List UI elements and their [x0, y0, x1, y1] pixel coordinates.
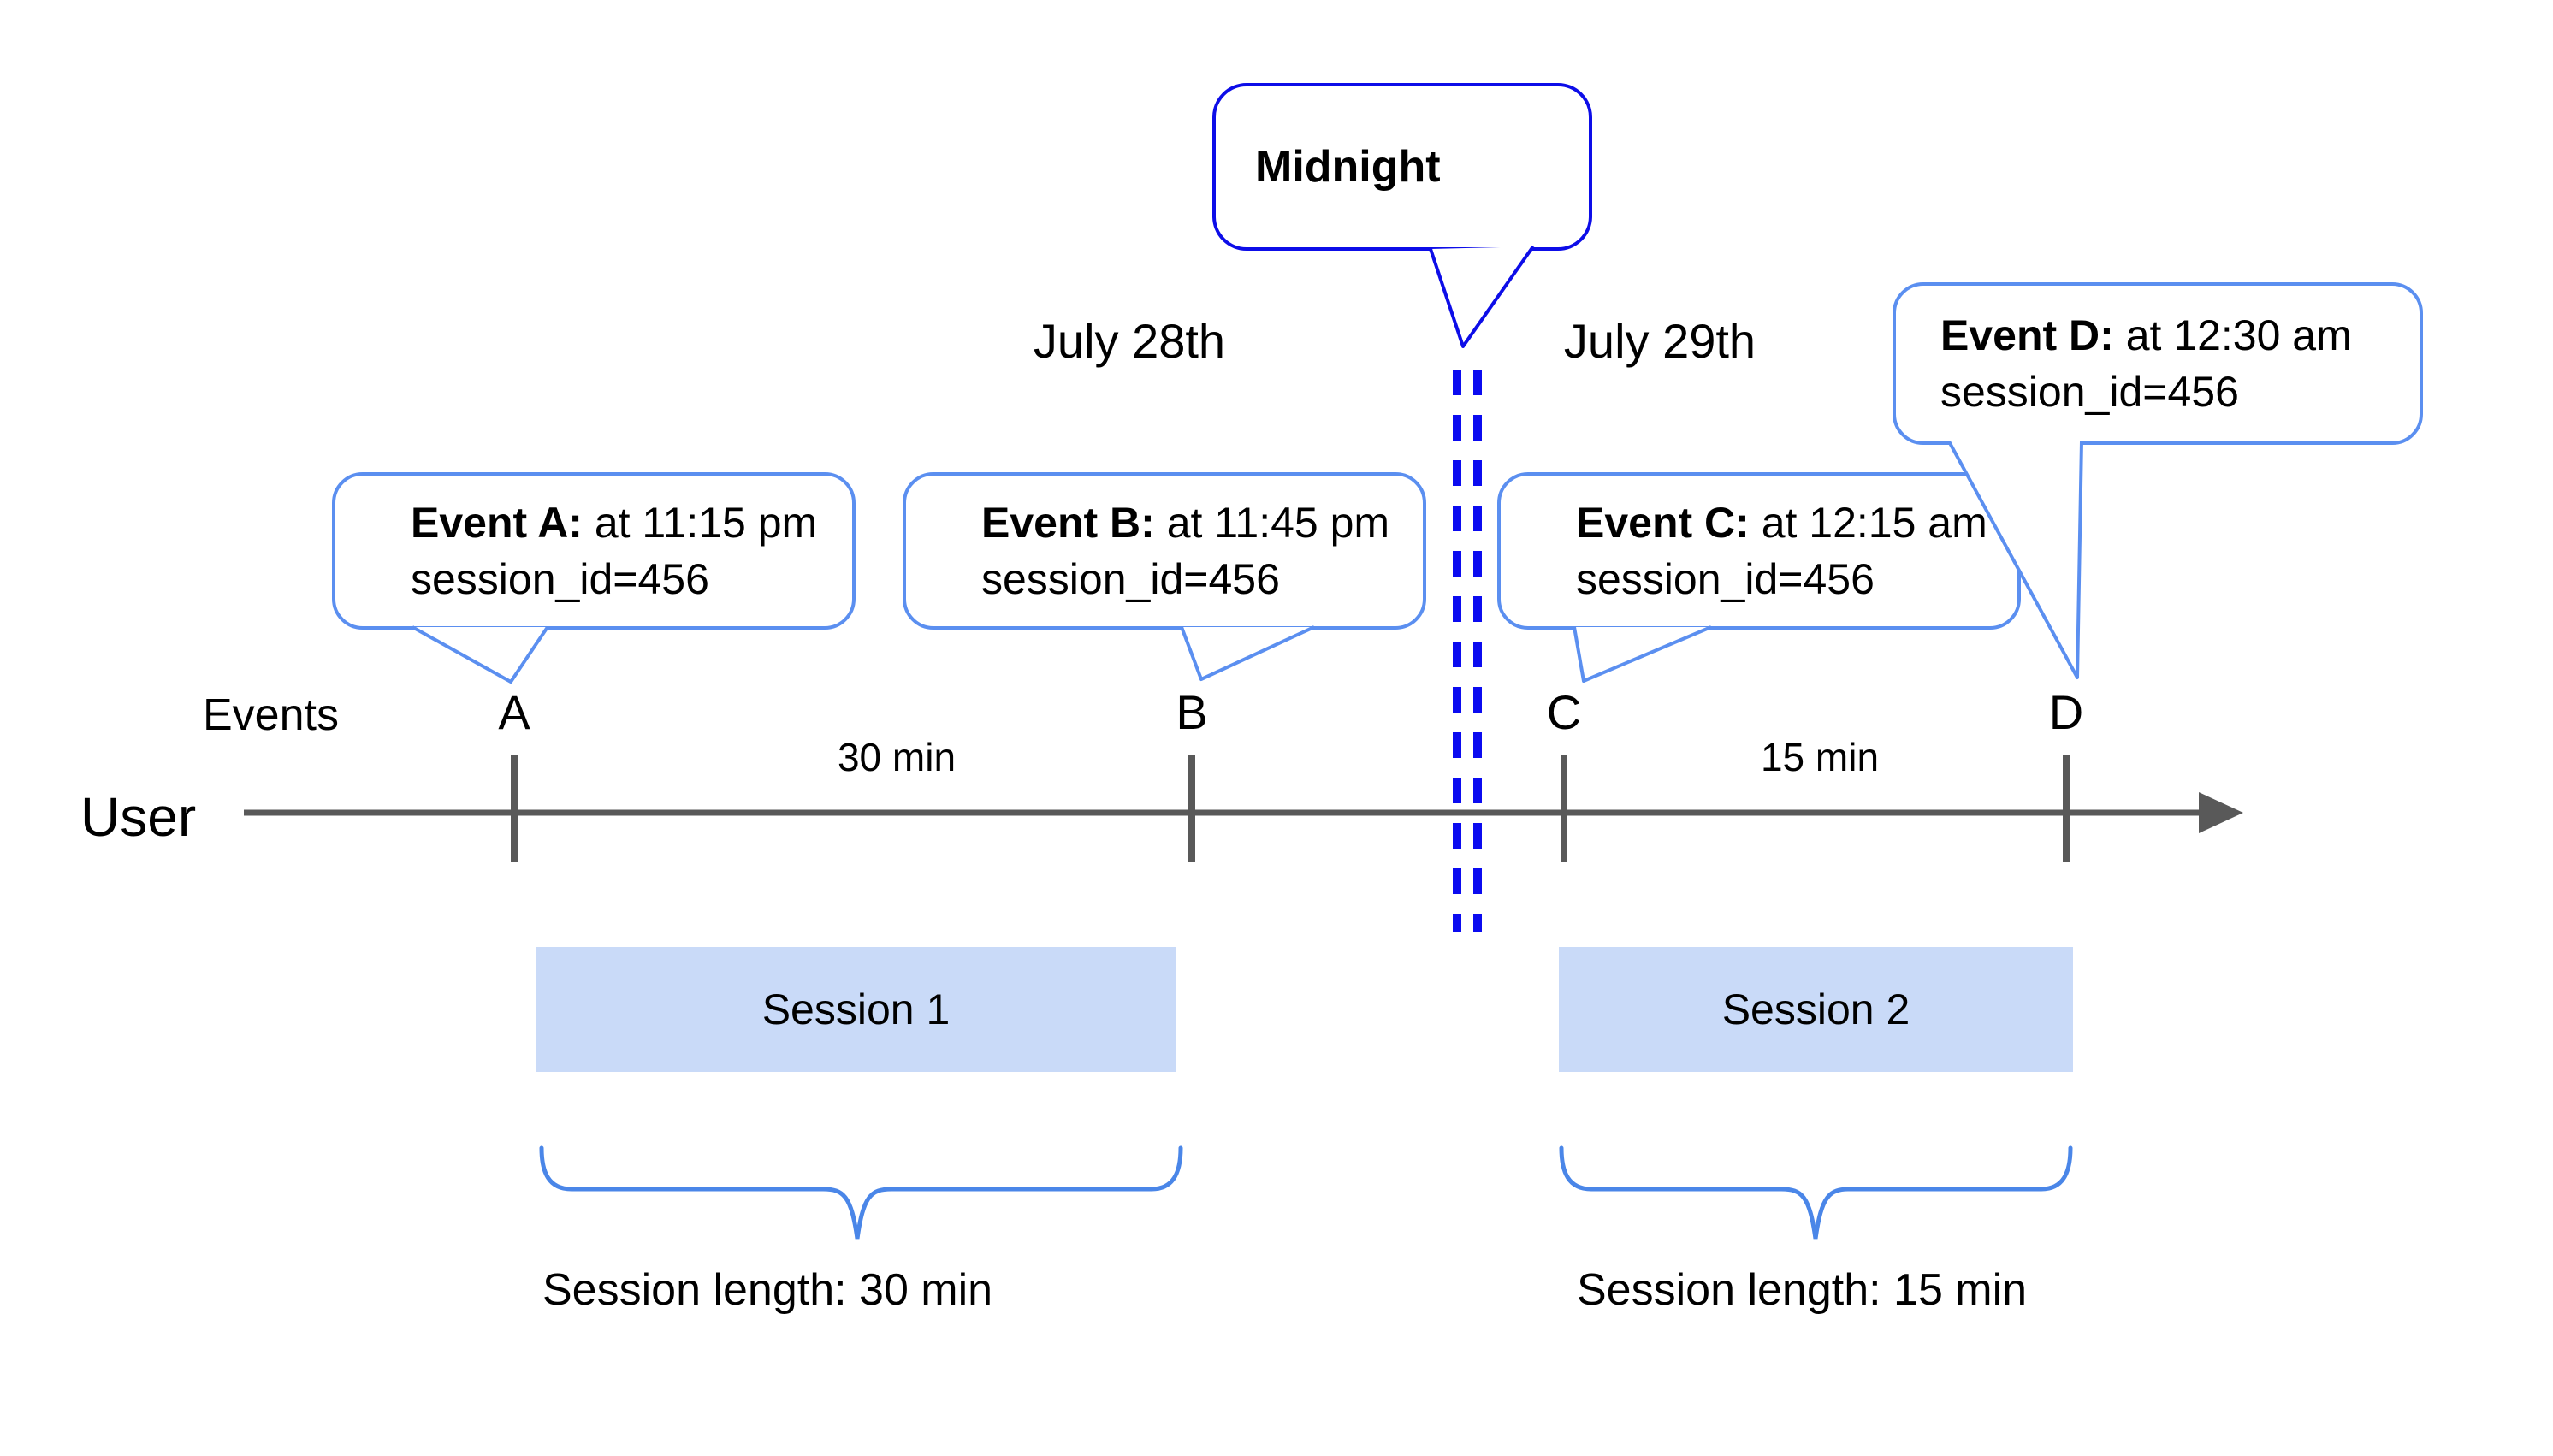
user-row-label: User	[80, 786, 197, 848]
event-a-line2: session_id=456	[411, 555, 709, 603]
session-2-label: Session 2	[1721, 985, 1910, 1033]
session-1-brace	[539, 1145, 1183, 1240]
timeline-arrowhead-icon	[2199, 792, 2243, 833]
event-c-line2: session_id=456	[1576, 555, 1875, 603]
session-1-length-label: Session length: 30 min	[542, 1265, 993, 1315]
session-2-box: Session 2	[1559, 947, 2073, 1072]
event-c-line1: Event C: at 12:15 am	[1576, 499, 1987, 547]
event-d-line2: session_id=456	[1940, 368, 2239, 416]
session-2-length-label: Session length: 15 min	[1577, 1265, 2028, 1315]
event-d-line1: Event D: at 12:30 am	[1940, 311, 2352, 359]
event-a-line1: Event A: at 11:15 pm	[411, 499, 818, 547]
session-2-brace	[1559, 1145, 2073, 1240]
interval-label-15-min: 15 min	[1760, 735, 1880, 779]
midnight-callout: Midnight	[1212, 83, 1592, 251]
tick-label-a: A	[498, 685, 530, 739]
tick-label-d: D	[2048, 685, 2084, 739]
events-row-label: Events	[203, 690, 339, 740]
date-label-july-28: July 28th	[1033, 314, 1226, 368]
midnight-callout-label: Midnight	[1255, 142, 1441, 192]
session-1-label: Session 1	[761, 985, 951, 1033]
event-b-line2: session_id=456	[981, 555, 1280, 603]
tick-label-b: B	[1176, 685, 1208, 739]
session-1-box: Session 1	[536, 947, 1176, 1072]
event-b-line1: Event B: at 11:45 pm	[981, 499, 1390, 547]
event-d-callout: Event D: at 12:30 am session_id=456	[1893, 282, 2423, 445]
date-label-july-29: July 29th	[1563, 314, 1756, 368]
event-b-callout: Event B: at 11:45 pm session_id=456	[903, 472, 1426, 630]
event-c-callout: Event C: at 12:15 am session_id=456	[1497, 472, 2021, 630]
interval-label-30-min: 30 min	[837, 735, 957, 779]
event-a-callout: Event A: at 11:15 pm session_id=456	[332, 472, 856, 630]
tick-label-c: C	[1546, 685, 1582, 739]
